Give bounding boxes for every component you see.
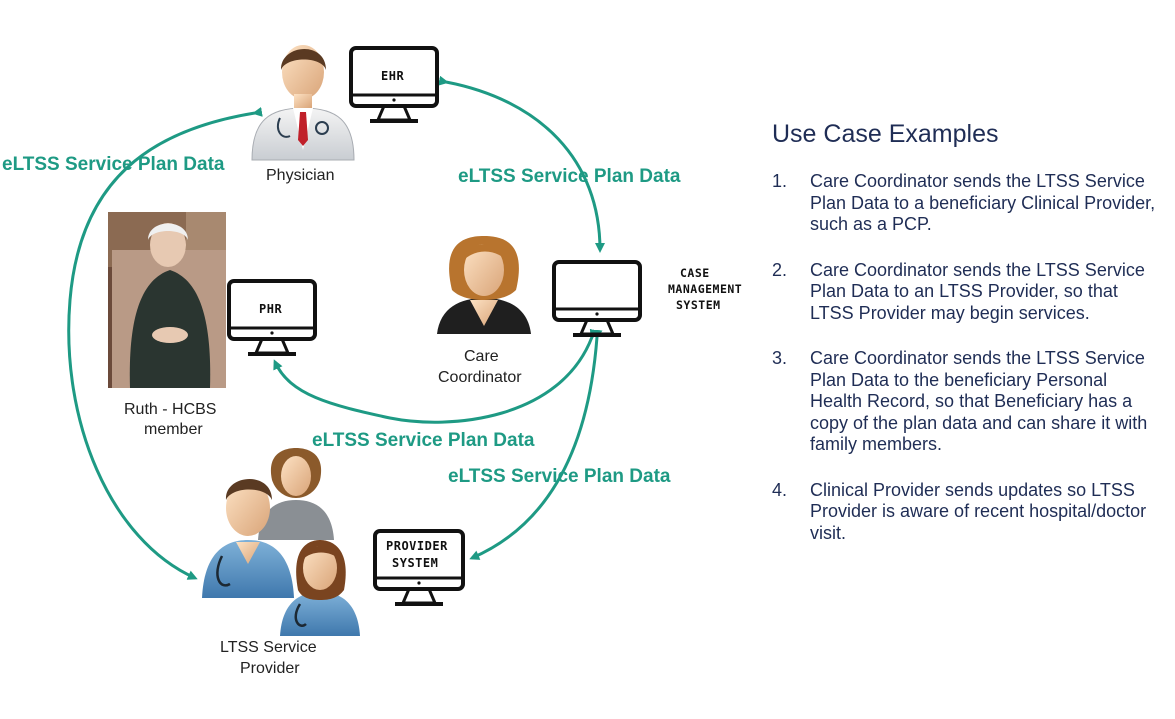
use-case-panel: Use Case Examples 1. Care Coordinator se… (772, 120, 1162, 568)
flow-label-middle: eLTSS Service Plan Data (312, 430, 535, 451)
use-case-title: Use Case Examples (772, 120, 999, 148)
arrow-ehr-to-cms (438, 75, 605, 253)
case-management-label-line2: MANAGEMENT (668, 282, 742, 296)
ruth-label-line2: member (144, 421, 203, 438)
arrow-cms-to-provider-system (469, 329, 603, 560)
arrow-left-loop (67, 106, 263, 580)
list-item-number: 2. (772, 259, 788, 280)
care-coordinator-label-line1: Care (464, 348, 499, 365)
provider-system-monitor-icon (373, 529, 465, 606)
list-item: 1. Care Coordinator sends the LTSS Servi… (772, 171, 1162, 236)
use-case-list: 1. Care Coordinator sends the LTSS Servi… (772, 171, 1162, 544)
ltss-provider-label-line1: LTSS Service (220, 639, 317, 656)
case-management-monitor-icon (552, 260, 642, 337)
phr-monitor-icon (227, 279, 317, 356)
ruth-photo (108, 212, 226, 388)
flow-label-left: eLTSS Service Plan Data (2, 154, 225, 175)
flow-label-top: eLTSS Service Plan Data (458, 166, 681, 187)
physician-icon (251, 45, 355, 161)
workflow-diagram: eLTSS Service Plan Data eLTSS Service Pl… (2, 45, 742, 677)
list-item: 3. Care Coordinator sends the LTSS Servi… (772, 348, 1162, 456)
care-coordinator-icon (437, 236, 531, 334)
list-item-text: Clinical Provider sends updates so LTSS … (810, 479, 1147, 543)
ehr-monitor-icon (349, 46, 439, 123)
ehr-label: EHR (381, 69, 404, 83)
case-management-label-line1: CASE (680, 266, 710, 280)
flow-label-lower: eLTSS Service Plan Data (448, 466, 671, 487)
case-management-label-line3: SYSTEM (676, 298, 721, 312)
provider-system-label-line1: PROVIDER (386, 539, 448, 553)
care-coordinator-label-line2: Coordinator (438, 369, 522, 386)
list-item-number: 4. (772, 479, 788, 500)
ltss-provider-label-line2: Provider (240, 660, 300, 677)
list-item: 4. Clinical Provider sends updates so LT… (772, 480, 1162, 545)
list-item-text: Care Coordinator sends the LTSS Service … (810, 171, 1156, 234)
list-item-number: 3. (772, 348, 788, 368)
ruth-label-line1: Ruth - HCBS (124, 401, 216, 418)
arrow-cms-to-phr (273, 328, 600, 424)
list-item-text: Care Coordinator sends the LTSS Service … (810, 259, 1145, 323)
ltss-provider-group-icon (202, 448, 360, 636)
physician-label: Physician (266, 167, 334, 184)
list-item-number: 1. (772, 171, 788, 191)
list-item-text: Care Coordinator sends the LTSS Service … (810, 348, 1148, 454)
provider-system-label-line2: SYSTEM (392, 556, 438, 570)
phr-label: PHR (259, 302, 282, 316)
list-item: 2. Care Coordinator sends the LTSS Servi… (772, 260, 1162, 325)
